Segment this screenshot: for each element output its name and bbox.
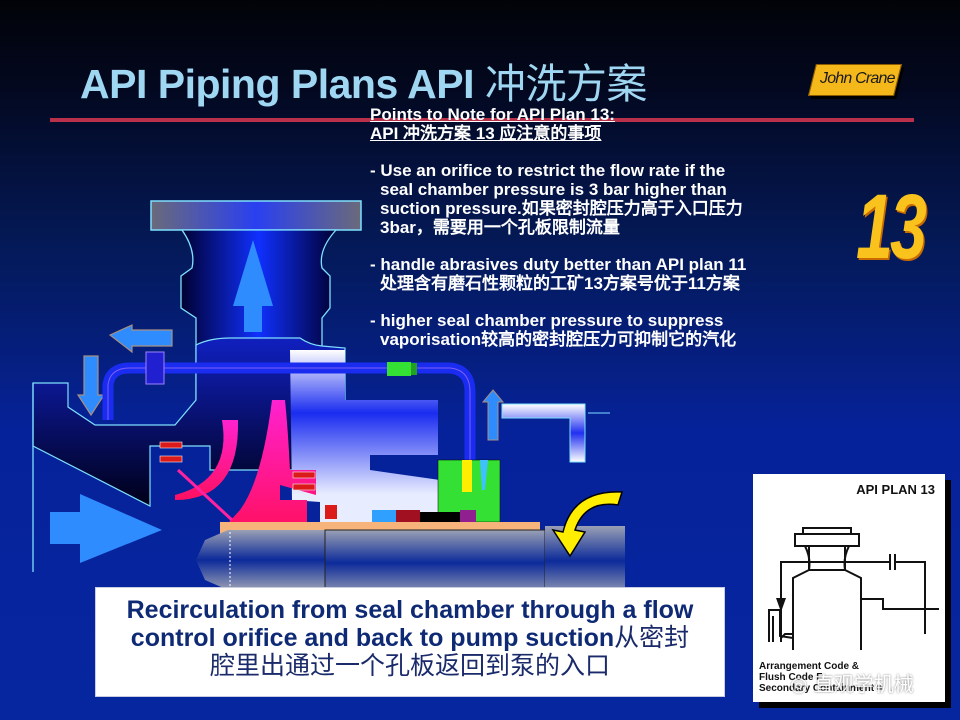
wear-ring [159, 441, 183, 449]
note-line: suction pressure.如果密封腔压力高于入口压力 [380, 199, 743, 218]
schematic-footer-line: Secondary Containment = [759, 683, 883, 694]
schematic-title: API PLAN 13 [856, 482, 935, 497]
logo-text: John Crane [820, 70, 896, 87]
pipe-flange [145, 351, 165, 385]
wechat-icon: ◎ [790, 672, 814, 696]
schematic-footer: Arrangement Code & Flush Code F Secondar… [759, 661, 883, 694]
flow-arrow-down-icon [76, 355, 106, 417]
note-line: 3bar，需要用一个孔板限制流量 [380, 218, 620, 237]
note-line: - higher seal chamber pressure to suppre… [370, 311, 724, 330]
note-bullet-2: - handle abrasives duty better than API … [370, 255, 850, 293]
notes-heading-cn: API 冲洗方案 13 应注意的事项 [370, 124, 602, 143]
john-crane-logo: John Crane [808, 64, 902, 98]
note-line: 处理含有磨石性颗粒的工矿13方案号优于11方案 [380, 274, 740, 293]
caption-line-2: control orifice and back to pump suction… [96, 623, 724, 653]
note-line: - Use an orifice to restrict the flow ra… [370, 161, 726, 180]
suction-flow-arrow-icon [50, 494, 162, 563]
watermark: ◎ 直观学机械 [790, 668, 914, 697]
discharge-flow-arrow-icon [233, 240, 273, 332]
shaft-end [196, 530, 228, 590]
caption-line-2-en: control orifice and back to pump suction [130, 624, 615, 652]
note-line: seal chamber pressure is 3 bar higher th… [380, 180, 727, 199]
caption-line-1: Recirculation from seal chamber through … [126, 596, 694, 624]
note-line: - handle abrasives duty better than API … [370, 255, 747, 274]
flow-arrow-left-icon [108, 324, 173, 354]
outlet-pipe [501, 403, 586, 463]
note-line: vaporisation较高的密封腔压力可抑制它的汽化 [380, 330, 737, 349]
notes-heading-en: Points to Note for API Plan 13: [370, 105, 615, 124]
title-en: API Piping Plans API [80, 61, 485, 107]
api-plan-13-schematic: API PLAN 13 Arrangement Code & Flush Cod… [753, 474, 945, 702]
note-bullet-3: - higher seal chamber pressure to suppre… [370, 311, 850, 349]
schematic-footer-line: Flush Code F [759, 672, 823, 683]
schematic-drawing [768, 527, 939, 650]
shaft [228, 530, 328, 590]
notes-panel: Points to Note for API Plan 13: API 冲洗方案… [370, 105, 850, 349]
return-flow-arrow-icon [551, 491, 624, 558]
bearing-housing [290, 350, 440, 530]
note-bullet-1: - Use an orifice to restrict the flow ra… [370, 161, 850, 237]
plan-number-badge: 13 [856, 176, 927, 278]
flow-control-orifice [387, 362, 411, 376]
discharge-flange [150, 200, 362, 231]
watermark-text: 直观学机械 [813, 672, 914, 696]
slide-title: API Piping Plans API 冲洗方案 [80, 50, 647, 110]
seal-face [372, 510, 396, 522]
title-cn: 冲洗方案 [484, 60, 648, 108]
seal-port [462, 460, 472, 492]
caption-box: Recirculation from seal chamber through … [96, 588, 724, 696]
caption-line-2-cn: 从密封 [614, 623, 690, 652]
caption-line-3: 腔里出通过一个孔板返回到泵的入口 [209, 651, 610, 680]
impeller-shroud [175, 420, 239, 500]
schematic-footer-line: Arrangement Code & [759, 661, 860, 672]
flow-arrow-up-icon [481, 389, 505, 441]
impeller [220, 400, 316, 532]
title-divider [50, 118, 914, 122]
